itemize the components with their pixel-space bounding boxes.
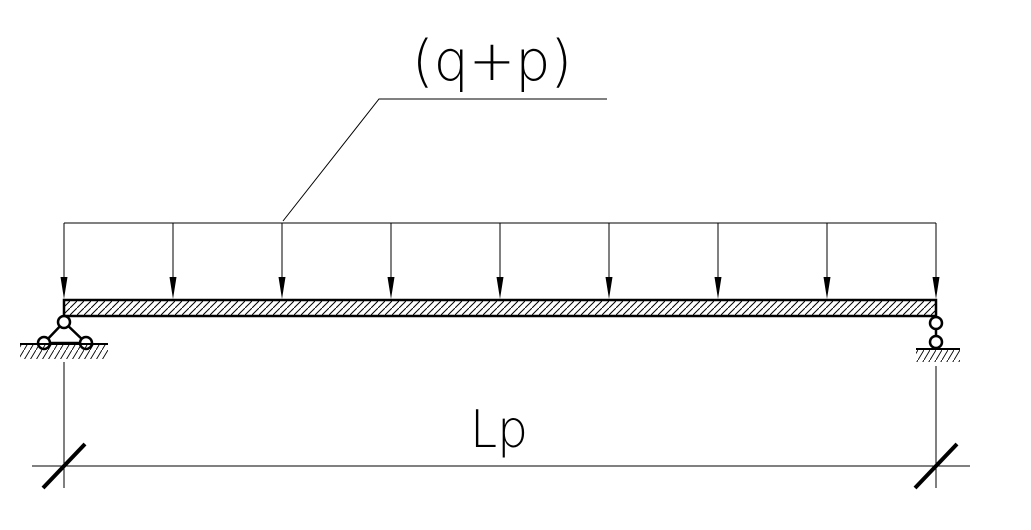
dimension-tick-right bbox=[913, 442, 959, 490]
roller-pin-top bbox=[928, 315, 944, 331]
load-arrow-head bbox=[60, 277, 68, 299]
ground-hatch bbox=[20, 345, 108, 359]
load-leader-line bbox=[282, 98, 607, 222]
load-arrow-head bbox=[714, 277, 722, 299]
load-arrows bbox=[60, 223, 940, 299]
ground-hatch bbox=[916, 350, 960, 362]
load-arrow-head bbox=[823, 277, 831, 299]
roller-pin-bottom bbox=[928, 334, 944, 350]
load-arrow-head bbox=[932, 277, 940, 299]
pinned-support-left bbox=[20, 314, 108, 359]
load-arrow-head bbox=[496, 277, 504, 299]
load-arrow-head bbox=[605, 277, 613, 299]
span-label: Lp bbox=[470, 400, 528, 460]
beam bbox=[62, 298, 938, 318]
load-label: (q+p) bbox=[412, 29, 572, 94]
dimension-tick-left bbox=[41, 442, 87, 490]
load-arrow-head bbox=[278, 277, 286, 299]
roller-support-right bbox=[916, 315, 960, 362]
support-pin-top bbox=[56, 314, 72, 330]
load-arrow-head bbox=[169, 277, 177, 299]
load-arrow-head bbox=[387, 277, 395, 299]
